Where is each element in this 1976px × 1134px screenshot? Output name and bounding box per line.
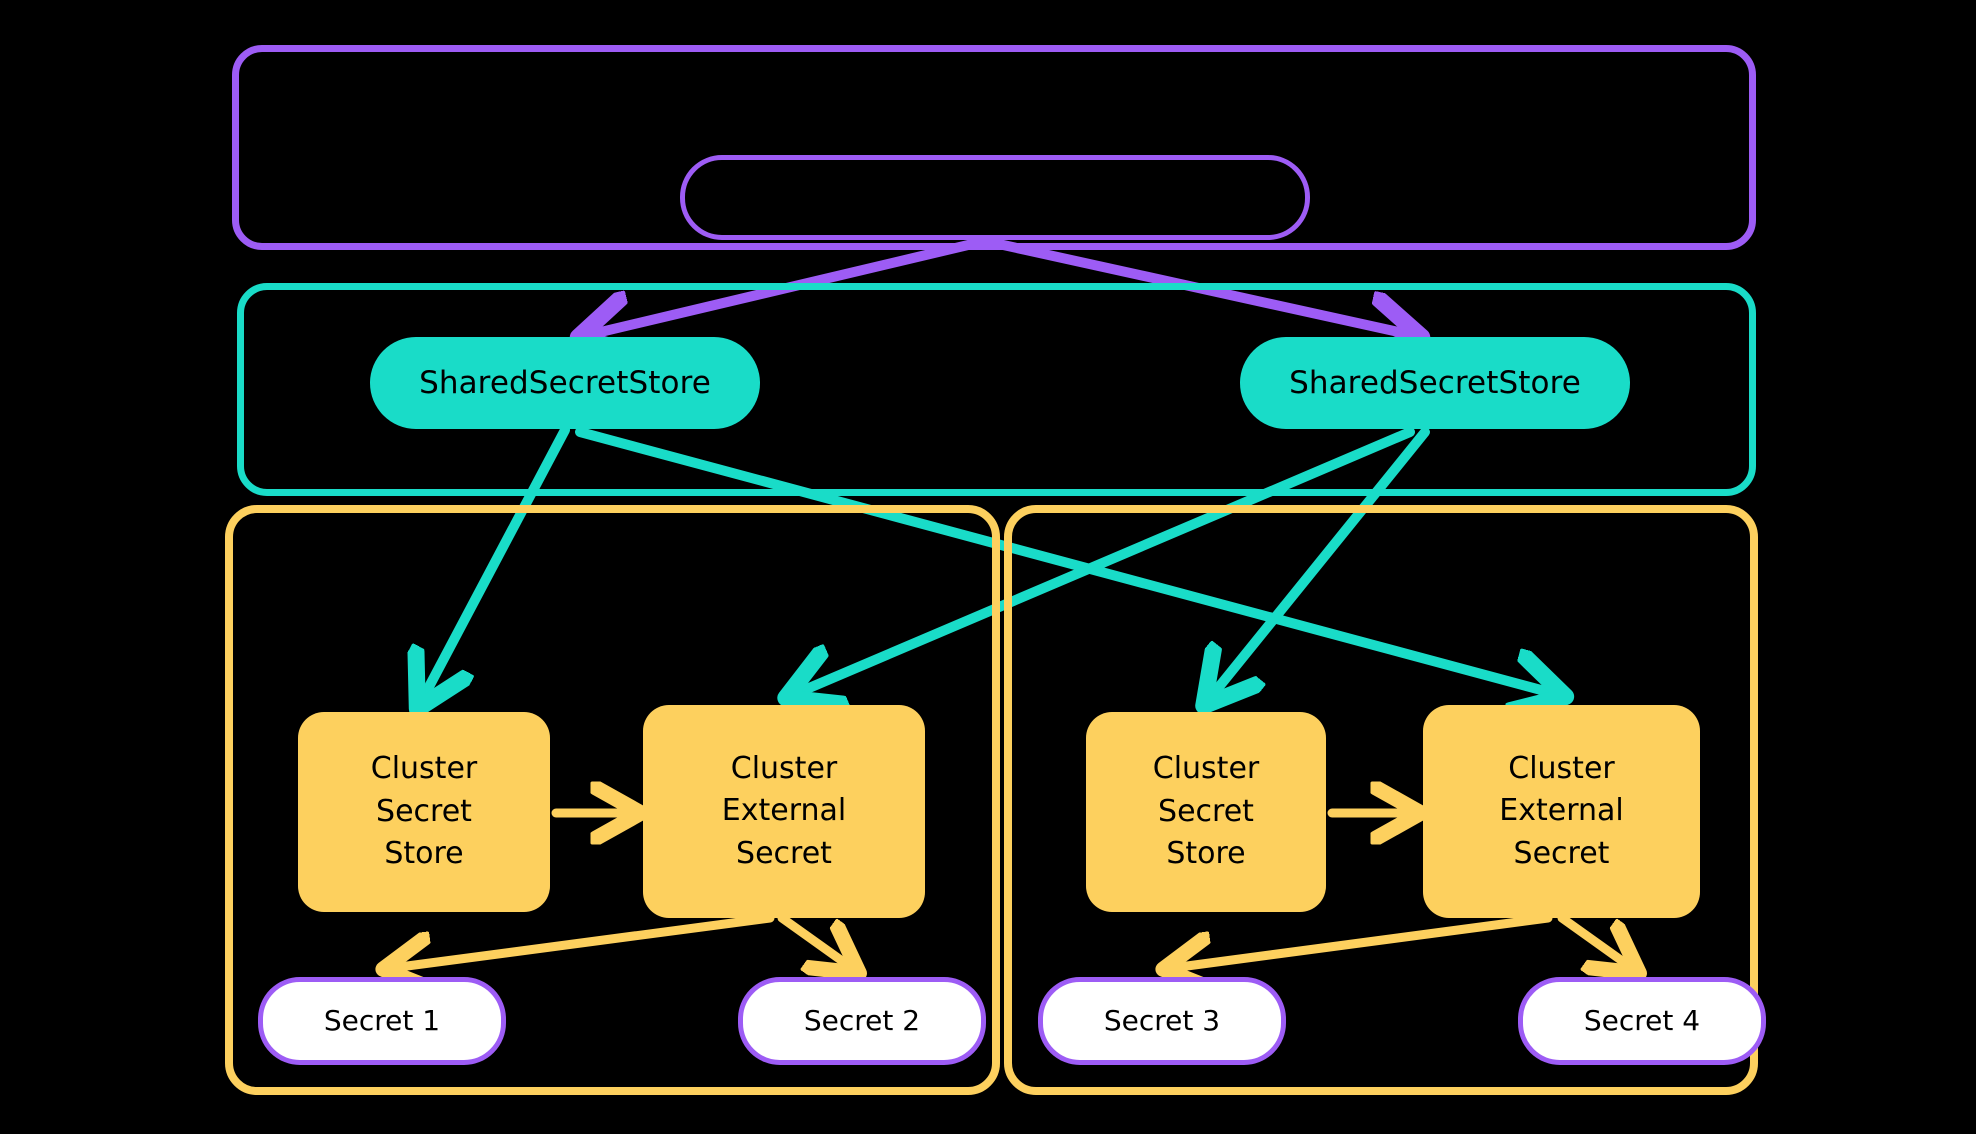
node-line-3: Store (384, 836, 464, 872)
node-cluster-external-secret-4[interactable]: Cluster External Secret (1423, 705, 1700, 918)
node-secret-3[interactable]: Secret 3 (1038, 977, 1286, 1065)
node-secret-2[interactable]: Secret 2 (738, 977, 986, 1065)
node-shared-secret-store-left[interactable]: SharedSecretStore (370, 337, 760, 429)
node-shared-secret-store-right[interactable]: SharedSecretStore (1240, 337, 1630, 429)
node-cluster-secret-store-1[interactable]: Cluster Secret Store (298, 712, 550, 912)
node-line-3: Secret (736, 835, 832, 871)
node-line-3: Store (1166, 836, 1246, 872)
node-line-2: Secret (376, 793, 472, 829)
node-top-inner[interactable] (680, 155, 1310, 240)
container-teal-middle (237, 283, 1756, 496)
node-line-3: Secret (1513, 835, 1610, 871)
node-secret-4[interactable]: Secret 4 (1518, 977, 1766, 1065)
node-secret-1[interactable]: Secret 1 (258, 977, 506, 1065)
node-line-2: External (721, 793, 847, 829)
node-line-2: Secret (1158, 793, 1254, 829)
container-yellow-cluster-right (1004, 505, 1758, 1095)
node-line-1: Cluster (1152, 751, 1260, 787)
container-purple-top (232, 45, 1756, 250)
node-line-1: Cluster (730, 750, 838, 786)
node-line-1: Cluster (1508, 750, 1615, 786)
node-cluster-secret-store-3[interactable]: Cluster Secret Store (1086, 712, 1326, 912)
node-line-1: Cluster (370, 751, 478, 787)
node-cluster-external-secret-2[interactable]: Cluster External Secret (643, 705, 925, 918)
node-line-2: External (1499, 793, 1624, 829)
container-yellow-cluster-left (225, 505, 1000, 1095)
